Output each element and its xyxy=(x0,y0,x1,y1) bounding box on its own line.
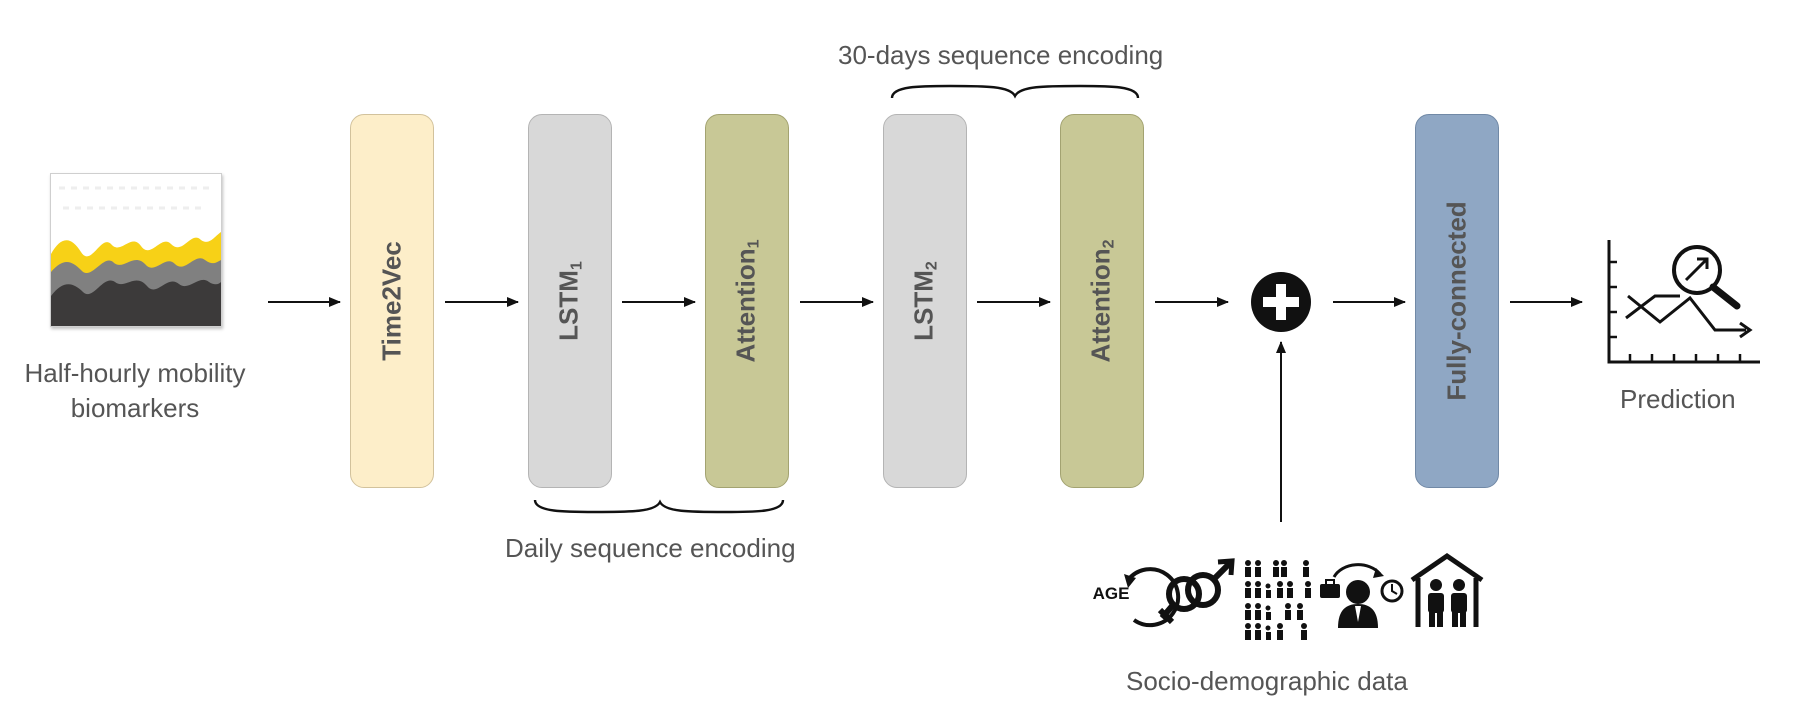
attention1-block: Attention1 xyxy=(705,114,789,488)
family-icon xyxy=(1245,560,1311,640)
employment-icon xyxy=(1320,563,1404,628)
daily-brace xyxy=(533,499,785,514)
time2vec-block: Time2Vec xyxy=(350,114,434,488)
input-label-line2: biomarkers xyxy=(70,393,200,423)
age-icon-text: AGE xyxy=(1093,584,1130,603)
prediction-label: Prediction xyxy=(1620,384,1736,414)
plus-circle-icon xyxy=(1251,272,1311,332)
gender-icon xyxy=(1157,558,1235,625)
socio-demographic-label: Socio-demographic data xyxy=(1126,666,1408,696)
prediction-chart-icon xyxy=(1607,240,1760,364)
mobility-waveform-icon xyxy=(51,186,221,326)
wave-dark xyxy=(51,279,221,326)
thirty-days-brace xyxy=(890,84,1140,99)
age-icon: AGE xyxy=(1093,567,1181,628)
lstm2-block: LSTM2 xyxy=(883,114,967,488)
mobility-thumbnail xyxy=(50,173,222,327)
daily-encoding-label: Daily sequence encoding xyxy=(505,533,796,563)
thirty-days-encoding-label: 30-days sequence encoding xyxy=(838,40,1164,70)
fully-connected-block: Fully-connected xyxy=(1415,114,1499,488)
lstm1-block: LSTM1 xyxy=(528,114,612,488)
attention2-block: Attention2 xyxy=(1060,114,1144,488)
input-label: Half-hourly mobility biomarkers xyxy=(0,358,270,424)
input-label-line1: Half-hourly mobility xyxy=(24,358,246,388)
household-icon xyxy=(1410,552,1484,627)
